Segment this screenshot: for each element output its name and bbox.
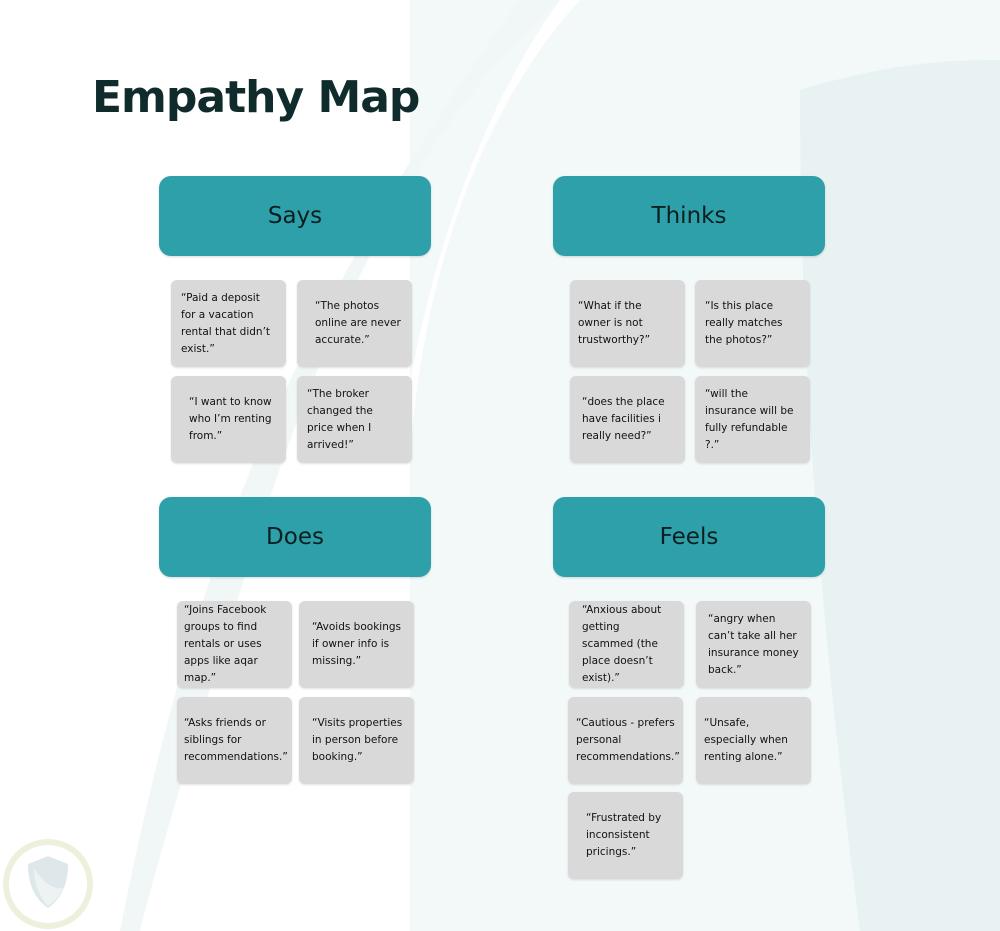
thinks-note: “will the insurance will be fully refund… [695,376,810,463]
thinks-header: Thinks [553,176,825,256]
note-text: “will the insurance will be fully refund… [705,387,794,451]
page-title: Empathy Map [92,72,420,123]
note-text: “angry when can’t take all her insurance… [708,612,799,676]
feels-note: “angry when can’t take all her insurance… [696,601,811,688]
note-text: “The broker changed the price when I arr… [307,387,373,451]
thinks-note: “What if the owner is not trustworthy?” [570,280,685,367]
note-text: “Paid a deposit for a vacation rental th… [181,291,271,355]
does-note: “Joins Facebook groups to find rentals o… [177,601,292,688]
note-text: “I want to know who I’m renting from.” [189,396,272,442]
does-note: “Visits properties in person before book… [299,697,414,784]
says-note: “I want to know who I’m renting from.” [171,376,286,463]
does-header: Does [159,497,431,577]
note-text: “Is this place really matches the photos… [705,300,783,346]
says-note: “Paid a deposit for a vacation rental th… [171,280,286,367]
note-text: “Avoids bookings if owner info is missin… [312,621,401,667]
feels-note: “Cautious - prefers personal recommendat… [568,697,683,784]
feels-note: “Anxious about getting scammed (the plac… [569,601,684,688]
does-note: “Avoids bookings if owner info is missin… [299,601,414,688]
note-text: “Cautious - prefers personal recommendat… [576,717,680,763]
says-note: “The photos online are never accurate.” [297,280,412,367]
note-text: “Unsafe, especially when renting alone.” [704,717,788,763]
says-header: Says [159,176,431,256]
watermark-logo [3,839,93,929]
note-text: “Joins Facebook groups to find rentals o… [184,604,267,684]
note-text: “Frustrated by inconsistent pricings.” [586,812,662,858]
feels-note: “Unsafe, especially when renting alone.” [696,697,811,784]
note-text: “The photos online are never accurate.” [315,300,401,346]
note-text: “Anxious about getting scammed (the plac… [582,604,662,684]
note-text: “does the place have facilities i really… [582,396,665,442]
feels-header: Feels [553,497,825,577]
note-text: “Visits properties in person before book… [312,717,403,763]
thinks-note: “does the place have facilities i really… [570,376,685,463]
does-note: “Asks friends or siblings for recommenda… [177,697,292,784]
feels-note: “Frustrated by inconsistent pricings.” [568,792,683,879]
says-note: “The broker changed the price when I arr… [297,376,412,463]
note-text: “Asks friends or siblings for recommenda… [184,717,288,763]
thinks-note: “Is this place really matches the photos… [695,280,810,367]
note-text: “What if the owner is not trustworthy?” [578,300,651,346]
